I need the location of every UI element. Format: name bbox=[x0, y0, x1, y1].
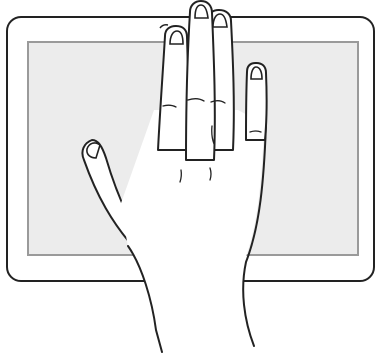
middle-finger bbox=[186, 1, 215, 160]
pinky-finger bbox=[246, 63, 267, 140]
